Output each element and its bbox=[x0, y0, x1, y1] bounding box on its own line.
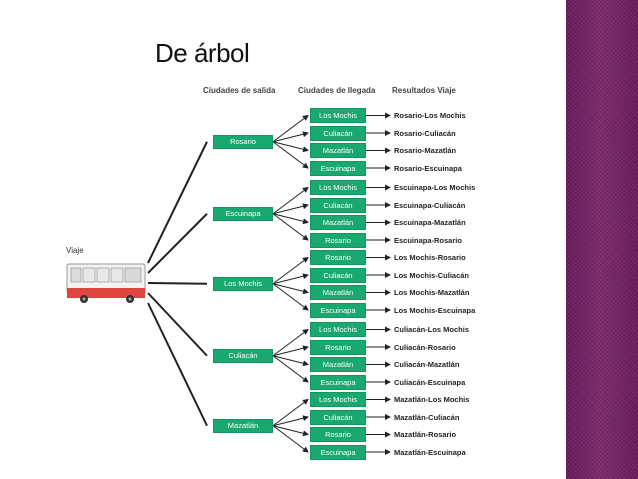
result-label: Los Mochis-Mazatlán bbox=[394, 288, 470, 297]
result-label: Culiacán-Los Mochis bbox=[394, 325, 470, 334]
destination-box: Rosario bbox=[310, 250, 366, 265]
result-label: Mazatlán-Culiacán bbox=[394, 412, 460, 422]
destination-box: Los Mochis bbox=[310, 322, 366, 337]
origin-branch-arrow bbox=[272, 425, 309, 437]
result-label: Los Mochis-Culiacán bbox=[394, 270, 470, 280]
result-label: Rosario-Mazatlán bbox=[394, 146, 457, 155]
origin-box: Culiacán bbox=[213, 348, 273, 363]
origin-branch-arrow bbox=[272, 415, 309, 427]
origin-branch-arrow bbox=[272, 131, 309, 143]
origin-branch-arrow bbox=[272, 283, 309, 295]
destination-box: Escuinapa bbox=[310, 160, 366, 176]
origin-branch-arrow bbox=[272, 213, 309, 225]
header-salida: Ciudades de salida bbox=[203, 86, 276, 95]
bus-branch-line bbox=[147, 282, 208, 285]
destination-box: Mazatlán bbox=[310, 357, 366, 372]
result-label: Los Mochis-Escuinapa bbox=[394, 305, 476, 315]
origin-branch-arrow bbox=[272, 355, 309, 367]
origin-branch-arrow bbox=[272, 141, 309, 153]
bus-icon bbox=[66, 263, 146, 303]
origin-box: Mazatlán bbox=[213, 418, 273, 433]
bus-branch-line bbox=[147, 213, 208, 274]
result-label: Mazatlán-Escuinapa bbox=[394, 447, 466, 457]
destination-box: Culiacán bbox=[310, 267, 366, 283]
origin-branch-arrow bbox=[272, 283, 309, 311]
result-label: Escuinapa-Culiacán bbox=[394, 200, 466, 210]
result-label: Escuinapa-Los Mochis bbox=[394, 183, 476, 192]
origin-box: Los Mochis bbox=[213, 276, 273, 291]
header-llegada: Ciudades de llegada bbox=[298, 86, 376, 95]
origin-branch-arrow bbox=[272, 203, 309, 215]
result-label: Rosario-Escuinapa bbox=[394, 163, 462, 173]
destination-box: Rosario bbox=[310, 232, 366, 248]
origin-branch-arrow bbox=[272, 213, 309, 241]
destination-box: Mazatlán bbox=[310, 143, 366, 158]
header-resultados: Resultados Viaje bbox=[392, 86, 456, 95]
result-label: Los Mochis-Rosario bbox=[394, 253, 466, 262]
destination-box: Culiacán bbox=[310, 409, 366, 425]
viaje-label: Viaje bbox=[66, 246, 84, 255]
bus-branch-line bbox=[147, 141, 208, 264]
destination-box: Escuinapa bbox=[310, 302, 366, 318]
result-label: Culiacán-Mazatlán bbox=[394, 360, 460, 369]
destination-box: Culiacán bbox=[310, 197, 366, 213]
destination-box: Escuinapa bbox=[310, 374, 366, 390]
destination-box: Los Mochis bbox=[310, 180, 366, 195]
result-label: Culiacán-Rosario bbox=[394, 342, 456, 352]
origin-branch-arrow bbox=[272, 355, 309, 383]
result-label: Rosario-Culiacán bbox=[394, 128, 456, 138]
origin-branch-arrow bbox=[272, 425, 309, 453]
origin-branch-arrow bbox=[272, 345, 309, 357]
destination-box: Rosario bbox=[310, 339, 366, 355]
origin-branch-arrow bbox=[272, 141, 309, 169]
result-label: Mazatlán-Rosario bbox=[394, 430, 457, 439]
destination-box: Mazatlán bbox=[310, 285, 366, 300]
bus-branch-line bbox=[147, 292, 208, 357]
destination-box: Los Mochis bbox=[310, 108, 366, 123]
destination-box: Los Mochis bbox=[310, 392, 366, 407]
destination-box: Culiacán bbox=[310, 125, 366, 141]
result-label: Mazatlán-Los Mochis bbox=[394, 395, 470, 404]
destination-box: Escuinapa bbox=[310, 444, 366, 460]
destination-box: Rosario bbox=[310, 427, 366, 442]
result-label: Escuinapa-Mazatlán bbox=[394, 218, 466, 227]
decorative-side-panel bbox=[566, 0, 638, 479]
slide-title: De árbol bbox=[155, 38, 250, 68]
origin-box: Escuinapa bbox=[213, 206, 273, 221]
result-label: Culiacán-Escuinapa bbox=[394, 377, 466, 387]
destination-box: Mazatlán bbox=[310, 215, 366, 230]
result-label: Escuinapa-Rosario bbox=[394, 235, 462, 245]
origin-box: Rosario bbox=[213, 134, 273, 149]
origin-branch-arrow bbox=[272, 114, 309, 143]
origin-branch-arrow bbox=[272, 328, 309, 357]
bus-branch-line bbox=[147, 302, 208, 427]
origin-branch-arrow bbox=[272, 273, 309, 285]
origin-branch-arrow bbox=[272, 256, 309, 285]
origin-branch-arrow bbox=[272, 398, 309, 427]
result-label: Rosario-Los Mochis bbox=[394, 111, 466, 120]
origin-branch-arrow bbox=[272, 186, 309, 215]
